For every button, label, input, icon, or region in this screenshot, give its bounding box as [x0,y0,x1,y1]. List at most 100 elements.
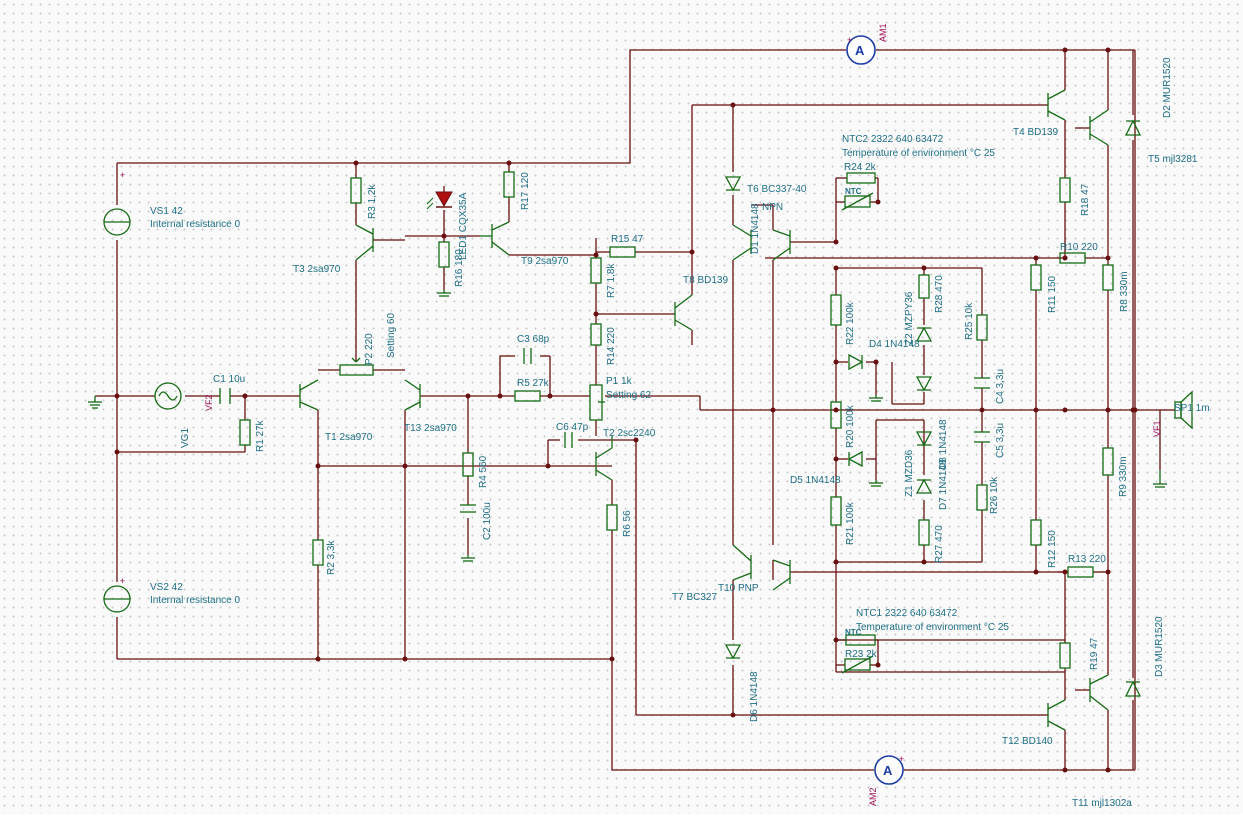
diodes [724,119,1142,697]
speaker-sp1[interactable] [1174,390,1193,430]
label-t13: T13 2sa970 [404,423,457,434]
ammeter-am2-symbol: A [883,763,893,778]
capacitors [219,348,990,513]
label-d8: D8 1N4148 [938,419,949,470]
label-vs1-resistance: Internal resistance 0 [150,219,240,230]
label-vg1: VG1 [180,428,191,448]
label-r18: R18 47 [1080,183,1091,216]
label-p2: P2 220 [364,333,375,365]
label-r7: R7 1,8k [606,263,617,298]
label-r6: R6 56 [622,510,633,537]
label-r22: R22 100k [845,301,856,345]
label-vf1: VF1 [1152,420,1162,437]
label-t3: T3 2sa970 [293,264,341,275]
label-r9: R9 330m [1118,456,1129,497]
label-am1: AM1 [878,23,888,42]
label-led1: LED1 CQX35A [458,192,469,260]
led-indicator [426,186,453,210]
ammeter-am1-symbol: A [855,43,865,58]
label-r10: R10 220 [1060,242,1098,253]
label-r19: R19 47 [1089,637,1100,670]
label-t1: T1 2sa970 [325,432,373,443]
resistors [239,171,1114,669]
label-p2-setting: Setting 60 [386,313,397,358]
label-r11: R11 150 [1047,275,1058,313]
label-r17: R17 120 [520,172,531,210]
label-r24: R24 2k [844,162,877,173]
label-ntc1-temp: Temperature of environment °C 25 [856,622,1009,633]
label-ntc1: NTC1 2322 640 63472 [856,608,958,619]
label-r16: R16 180 [454,249,465,287]
svg-text:+: + [847,35,852,45]
label-c6: C6 47p [556,422,589,433]
ammeter-am1[interactable]: A + [846,35,876,65]
transistors [299,89,1109,731]
label-z1: Z1 MZD36 [904,449,915,497]
label-t7: T7 BC327 [672,592,717,603]
label-d1: D1 1N4148 [750,203,761,254]
label-r21: R21 100k [845,501,856,545]
signal-generator-vg1[interactable] [154,382,182,410]
wires [95,49,1175,771]
label-c1: C1 10u [213,374,245,385]
label-c2: C2 100u [482,502,493,540]
label-d3: D3 MUR1520 [1154,616,1165,677]
component-labels: AM1 AM2 D2 MUR1520 D3 MUR1520 T4 BD139 T… [150,23,1210,809]
label-d7: D7 1N4148 [938,459,949,510]
label-r5: R5 27k [517,378,550,389]
label-ntc-1: NTC [845,628,862,637]
label-t10: T10 PNP [718,583,759,594]
label-t9: T9 2sa970 [521,256,569,267]
label-t5: T5 mjl3281 [1148,154,1198,165]
label-t4: T4 BD139 [1013,127,1058,138]
label-t6: T6 BC337-40 [747,184,807,195]
vs1-plus: + [120,170,125,180]
label-d6: D6 1N4148 [749,671,760,722]
label-vs1: VS1 42 [150,206,183,217]
label-r14: R14 220 [606,327,617,365]
label-vs2: VS2 42 [150,582,183,593]
label-r3: R3 1,2k [367,184,378,219]
label-vf2: VF2 [204,394,214,411]
ammeter-am2[interactable]: A + [874,754,904,785]
vs2-plus: + [120,576,125,586]
label-r12: R12 150 [1047,530,1058,568]
label-p1-setting: Setting 62 [606,390,651,401]
label-npn: NPN [762,202,783,213]
label-r2: R2 3,3k [326,540,337,575]
label-c4: C4 3,3u [995,369,1006,404]
label-r28: R28 470 [934,275,945,313]
label-d4: D4 1N4148 [869,339,920,350]
label-r27: R27 470 [934,525,945,563]
label-r1: R1 27k [255,419,266,452]
label-ntc-2: NTC [845,187,862,196]
label-r23: R23 2k [845,649,878,660]
ground-symbols [88,290,1167,562]
label-vs2-resistance: Internal resistance 0 [150,595,240,606]
label-t11: T11 mjl1302a [1072,798,1132,809]
label-d5: D5 1N4148 [790,475,841,486]
label-r25: R25 10k [964,302,975,340]
label-am2: AM2 [868,787,878,806]
label-r15: R15 47 [611,234,644,245]
junctions [114,47,1138,773]
label-sp1: SP1 1m [1174,403,1210,414]
label-ntc2: NTC2 2322 640 63472 [842,134,944,145]
label-r13: R13 220 [1068,554,1106,565]
label-d2: D2 MUR1520 [1162,57,1173,118]
label-r26: R26 10k [989,476,1000,514]
ntc-thermistors [841,192,874,674]
label-r4: R4 560 [478,455,489,488]
label-p1: P1 1k [606,376,633,387]
label-r8: R8 330m [1119,271,1130,312]
label-t12: T12 BD140 [1002,736,1053,747]
label-ntc2-temp: Temperature of environment °C 25 [842,148,995,159]
label-r20: R20 100k [845,404,856,448]
components [88,89,1193,731]
svg-text:+: + [899,754,904,764]
label-c3: C3 68p [517,334,550,345]
label-c5: C5 3,3u [995,423,1006,458]
label-z2: Z2 MZPY36 [904,291,915,345]
